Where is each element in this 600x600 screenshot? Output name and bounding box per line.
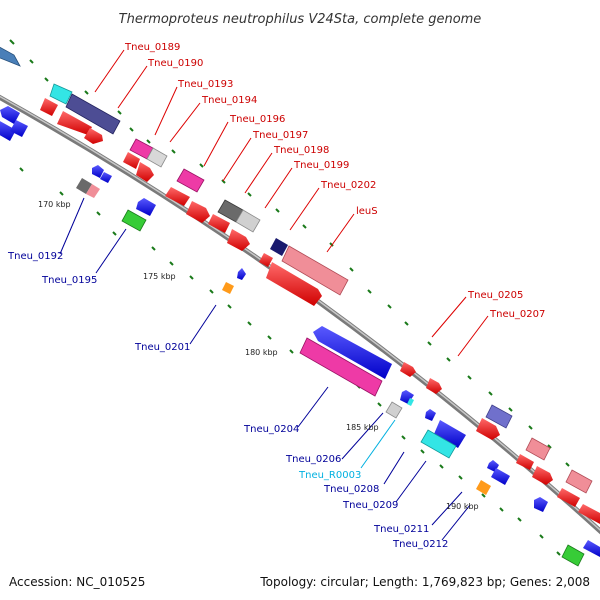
gene-arrow[interactable] <box>516 454 534 470</box>
gene-label-Tneu_0197[interactable]: Tneu_0197 <box>252 130 308 141</box>
gene-label-Tneu_0208[interactable]: Tneu_0208 <box>323 484 379 495</box>
gene-arrow[interactable] <box>186 201 210 223</box>
reverse-genes <box>0 106 600 567</box>
reverse-callouts <box>59 197 471 541</box>
gene-label-Tneu_0202[interactable]: Tneu_0202 <box>320 180 376 191</box>
gene-label-Tneu_R0003[interactable]: Tneu_R0003 <box>298 470 361 481</box>
gene-box[interactable] <box>561 544 585 567</box>
gene-arrow[interactable] <box>400 362 416 377</box>
gene-box[interactable] <box>121 209 147 232</box>
rna-callout <box>360 419 396 469</box>
gene-label-Tneu_0201[interactable]: Tneu_0201 <box>134 342 190 353</box>
tick-label-185: 185 kbp <box>346 423 379 432</box>
gene-box[interactable] <box>281 245 349 296</box>
gene-label-Tneu_0207[interactable]: Tneu_0207 <box>489 309 545 320</box>
gene-arrow[interactable] <box>10 120 28 137</box>
gene-arrow[interactable] <box>266 262 322 306</box>
gene-box[interactable] <box>420 429 457 459</box>
gene-label-Tneu_0211[interactable]: Tneu_0211 <box>373 524 429 535</box>
forward-label-group: Tneu_0189 Tneu_0190 Tneu_0193 Tneu_0194 … <box>124 42 545 320</box>
gene-label-Tneu_0190[interactable]: Tneu_0190 <box>147 58 203 69</box>
gene-arrow[interactable] <box>100 172 112 183</box>
gene-arrow[interactable] <box>57 111 92 135</box>
gene-label-Tneu_0198[interactable]: Tneu_0198 <box>273 145 329 156</box>
gene-arrow[interactable] <box>237 268 246 280</box>
gene-arrow[interactable] <box>0 106 20 124</box>
tick-label-180: 180 kbp <box>245 348 278 357</box>
gene-arrow[interactable] <box>136 162 154 182</box>
gene-arrow[interactable] <box>491 468 510 485</box>
gene-label-Tneu_0204[interactable]: Tneu_0204 <box>243 424 299 435</box>
accession-text: Accession: NC_010525 <box>9 575 145 589</box>
gene-box[interactable] <box>525 437 551 461</box>
gene-label-leuS[interactable]: leuS <box>356 206 378 217</box>
forward-genes <box>0 44 600 524</box>
gene-arrow[interactable] <box>208 214 230 233</box>
gene-box[interactable] <box>0 44 21 67</box>
tick-label-group: 170 kbp 175 kbp 180 kbp 185 kbp 190 kbp <box>38 200 479 511</box>
gene-arrow[interactable] <box>123 152 140 169</box>
reverse-label-group: Tneu_0192 Tneu_0195 Tneu_0201 Tneu_0204 … <box>7 251 448 550</box>
tick-label-170: 170 kbp <box>38 200 71 209</box>
gene-box[interactable] <box>76 178 92 194</box>
gene-arrow[interactable] <box>313 326 392 379</box>
gene-arrow[interactable] <box>583 540 600 557</box>
gene-box[interactable] <box>485 404 513 429</box>
gene-label-Tneu_0196[interactable]: Tneu_0196 <box>229 114 285 125</box>
gene-box[interactable] <box>146 147 168 168</box>
gene-arrow[interactable] <box>92 165 104 178</box>
gene-box[interactable] <box>385 401 403 419</box>
gene-arrow[interactable] <box>400 390 414 404</box>
gene-box[interactable] <box>407 398 414 406</box>
map-title: Thermoproteus neutrophilus V24Sta, compl… <box>119 12 482 27</box>
gene-box[interactable] <box>476 480 491 495</box>
gene-label-Tneu_0206[interactable]: Tneu_0206 <box>285 454 341 465</box>
gene-label-Tneu_0192[interactable]: Tneu_0192 <box>7 251 63 262</box>
gene-label-Tneu_0205[interactable]: Tneu_0205 <box>467 290 523 301</box>
gene-arrow[interactable] <box>578 504 600 524</box>
gene-label-Tneu_0194[interactable]: Tneu_0194 <box>201 95 257 106</box>
gene-label-Tneu_0209[interactable]: Tneu_0209 <box>342 500 398 511</box>
gene-arrow[interactable] <box>534 497 548 512</box>
tick-marks <box>9 39 591 556</box>
gene-arrow[interactable] <box>426 378 442 394</box>
gene-label-Tneu_0212[interactable]: Tneu_0212 <box>392 539 448 550</box>
gene-box[interactable] <box>235 209 261 233</box>
gene-arrow[interactable] <box>84 128 103 144</box>
gene-arrow[interactable] <box>425 409 436 421</box>
gene-arrow[interactable] <box>165 187 190 206</box>
gene-arrow[interactable] <box>476 418 500 440</box>
tick-label-190: 190 kbp <box>446 502 479 511</box>
gene-box[interactable] <box>86 184 100 198</box>
gene-arrow[interactable] <box>532 466 553 485</box>
gene-arrow[interactable] <box>136 198 156 216</box>
gene-arrow[interactable] <box>557 488 580 507</box>
gene-box[interactable] <box>40 98 58 116</box>
gene-box[interactable] <box>176 168 205 193</box>
genome-summary-text: Topology: circular; Length: 1,769,823 bp… <box>259 575 590 589</box>
gene-box[interactable] <box>565 469 593 494</box>
gene-box[interactable] <box>65 93 121 135</box>
gene-box[interactable] <box>270 238 288 256</box>
gene-label-Tneu_0195[interactable]: Tneu_0195 <box>41 275 97 286</box>
forward-callouts <box>94 49 489 357</box>
gene-label-Tneu_0199[interactable]: Tneu_0199 <box>293 160 349 171</box>
gene-label-Tneu_0193[interactable]: Tneu_0193 <box>177 79 233 90</box>
gene-box[interactable] <box>299 337 383 397</box>
gene-arrow[interactable] <box>227 229 250 251</box>
gene-label-Tneu_0189[interactable]: Tneu_0189 <box>124 42 180 53</box>
gene-box[interactable] <box>222 282 234 294</box>
gene-arrow[interactable] <box>259 253 273 267</box>
gene-arrow[interactable] <box>434 420 466 448</box>
tick-label-175: 175 kbp <box>143 272 176 281</box>
gene-arrow[interactable] <box>0 120 16 141</box>
gene-box[interactable] <box>49 83 73 105</box>
